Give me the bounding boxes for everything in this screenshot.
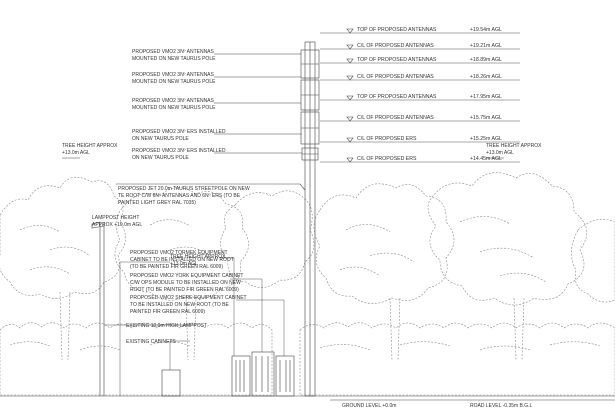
equipment-note-tormek: PROPOSED VMO2 TORMEK EQUIPMENT CABINET T… [130, 250, 234, 270]
cabinet-tormek [231, 355, 251, 397]
hedge-band [0, 322, 615, 396]
annotation-line: PROPOSED VMO2 3Nº ANTENNAS [132, 49, 215, 55]
level-value: +19.21m AGL [470, 43, 502, 49]
level-label: TOP OF PROPOSED ANTENNAS [357, 27, 437, 33]
left-annotation-4: PROPOSED VMO2 3Nº ERS INSTALLED ON NEW T… [132, 129, 226, 142]
ground-level-label: GROUND LEVEL +0.0m [342, 403, 396, 409]
tree-height-value: +13.0m AGL [170, 261, 198, 267]
tree-height-mid: TREE HEIGHT APPROX +13.0m AGL [170, 254, 226, 267]
annotation-line: PROPOSED VMO2 3Nº ERS INSTALLED [132, 148, 226, 154]
road-level-label: ROAD LEVEL -0.35m B.G.L [470, 403, 533, 409]
equipment-note-shere: PROPOSED VMO2 SHERE EQUIPMENT CABINET TO… [130, 295, 247, 315]
equipment-cabinets [161, 351, 295, 397]
pole-note: PROPOSED JET 20.0m TAURUS STREETPOLE ON … [118, 186, 250, 206]
level-value: +17.95m AGL [470, 94, 502, 100]
existing-cabinets-label: EXISTING CABINETS [126, 339, 176, 345]
equipment-note-line: PROPOSED VMO2 SHERE EQUIPMENT CABINET [130, 295, 247, 301]
equipment-note-line: PROPOSED VMO2 TORMEK EQUIPMENT [130, 250, 228, 256]
level-label: TOP OF PROPOSED ANTENNAS [357, 57, 437, 63]
annotation-line: PROPOSED VMO2 3Nº ANTENNAS [132, 72, 215, 78]
level-label: TOP OF PROPOSED ANTENNAS [357, 94, 437, 100]
equipment-note-york: PROPOSED VMO2 YORK EQUIPMENT CABINET C/W… [130, 273, 243, 293]
tree-outlines [0, 172, 615, 361]
tree-height-right: TREE HEIGHT APPROX +13.0m AGL [486, 143, 542, 159]
tree-height-label: TREE HEIGHT APPROX [62, 143, 118, 149]
level-marker [346, 28, 354, 34]
level-marker [346, 95, 354, 101]
level-label: C/L OF PROPOSED ANTENNAS [357, 74, 434, 80]
cabinet-york [251, 351, 275, 397]
annotation-line: PROPOSED VMO2 3Nº ERS INSTALLED [132, 129, 226, 135]
level-value: +18.26m AGL [470, 74, 502, 80]
level-marker [346, 116, 354, 122]
tree-height-value: +13.0m AGL [62, 150, 90, 156]
level-label: C/L OF PROPOSED ERS [357, 136, 417, 142]
level-label: C/L OF PROPOSED ERS [357, 156, 417, 162]
equipment-note-line: CABINET TO BE INSTALLED ON NEW ROOT [130, 257, 234, 263]
left-annotation-2: PROPOSED VMO2 3Nº ANTENNAS MOUNTED ON NE… [132, 72, 216, 85]
equipment-note-line: (TO BE PAINTED FIR GREEN RAL 6009) [130, 264, 223, 270]
annotation-line: ON NEW TAURUS POLE [132, 136, 189, 142]
tree-height-value: +13.0m AGL [486, 150, 514, 156]
left-annotation-5: PROPOSED VMO2 3Nº ERS INSTALLED ON NEW T… [132, 148, 226, 161]
pole-note-line: PAINTED LIGHT GREY RAL 7035) [118, 200, 196, 206]
left-annotation-3: PROPOSED VMO2 3Nº ANTENNAS MOUNTED ON NE… [132, 98, 216, 111]
level-marker [346, 157, 354, 163]
existing-lamppost-label: EXISTING 10.0m HIGH LAMPPOST [126, 323, 207, 329]
tree-height-label: TREE HEIGHT APPROX [486, 143, 542, 149]
left-leaders [116, 53, 306, 191]
pole-note-line: PROPOSED JET 20.0m TAURUS STREETPOLE ON … [118, 186, 250, 192]
equipment-note-line: ROOT (TO BE PAINTED FIR GREEN RAL 6009) [130, 287, 239, 293]
equipment-note-line: TO BE INSTALLED ON NEW ROOT (TO BE [130, 302, 229, 308]
level-label: C/L OF PROPOSED ANTENNAS [357, 115, 434, 121]
tree-height-label: TREE HEIGHT APPROX [170, 254, 226, 260]
level-value: +15.75m AGL [470, 115, 502, 121]
level-labels: TOP OF PROPOSED ANTENNAS +19.54m AGL C/L O… [357, 27, 502, 162]
equipment-leaders [104, 257, 285, 396]
pole-note-line: TE ROOT C/W 6Nº ANTENNAS AND 6Nº ERS (TO… [118, 193, 241, 199]
level-value: +18.89m AGL [470, 57, 502, 63]
level-value: +19.54m AGL [470, 27, 502, 33]
annotation-line: ON NEW TAURUS POLE [132, 155, 189, 161]
level-marker [346, 75, 354, 81]
existing-lamppost [91, 221, 105, 396]
level-marker [346, 44, 354, 50]
annotation-line: PROPOSED VMO2 3Nº ANTENNAS [132, 98, 215, 104]
annotation-line: MOUNTED ON NEW TAURUS POLE [132, 79, 216, 85]
level-label: C/L OF PROPOSED ANTENNAS [357, 43, 434, 49]
level-marker [346, 137, 354, 143]
cabinet-shere [275, 355, 295, 397]
level-value: +14.45m AGL [470, 156, 502, 162]
lamppost-height-label: LAMPPOST HEIGHT [92, 215, 139, 221]
level-markers [320, 28, 520, 163]
annotation-line: MOUNTED ON NEW TAURUS POLE [132, 56, 216, 62]
annotation-line: MOUNTED ON NEW TAURUS POLE [132, 105, 216, 111]
existing-cabinet [161, 369, 181, 397]
taurus-pole [300, 41, 320, 397]
tree-height-left: TREE HEIGHT APPROX +13.0m AGL [62, 143, 118, 159]
lamppost-height-value: APPROX +10.0m AGL [92, 222, 142, 228]
equipment-note-line: PAINTED FIR GREEN RAL 6009) [130, 309, 205, 315]
left-annotation-1: PROPOSED VMO2 3Nº ANTENNAS MOUNTED ON NE… [132, 49, 216, 62]
equipment-note-line: PROPOSED VMO2 YORK EQUIPMENT CABINET [130, 273, 243, 279]
lamppost-height: LAMPPOST HEIGHT APPROX +10.0m AGL [92, 215, 142, 228]
equipment-note-line: C/W OPS MODULE TO BE INSTALLED ON NEW [130, 280, 241, 286]
level-marker [346, 58, 354, 64]
level-value: +15.25m AGL [470, 136, 502, 142]
